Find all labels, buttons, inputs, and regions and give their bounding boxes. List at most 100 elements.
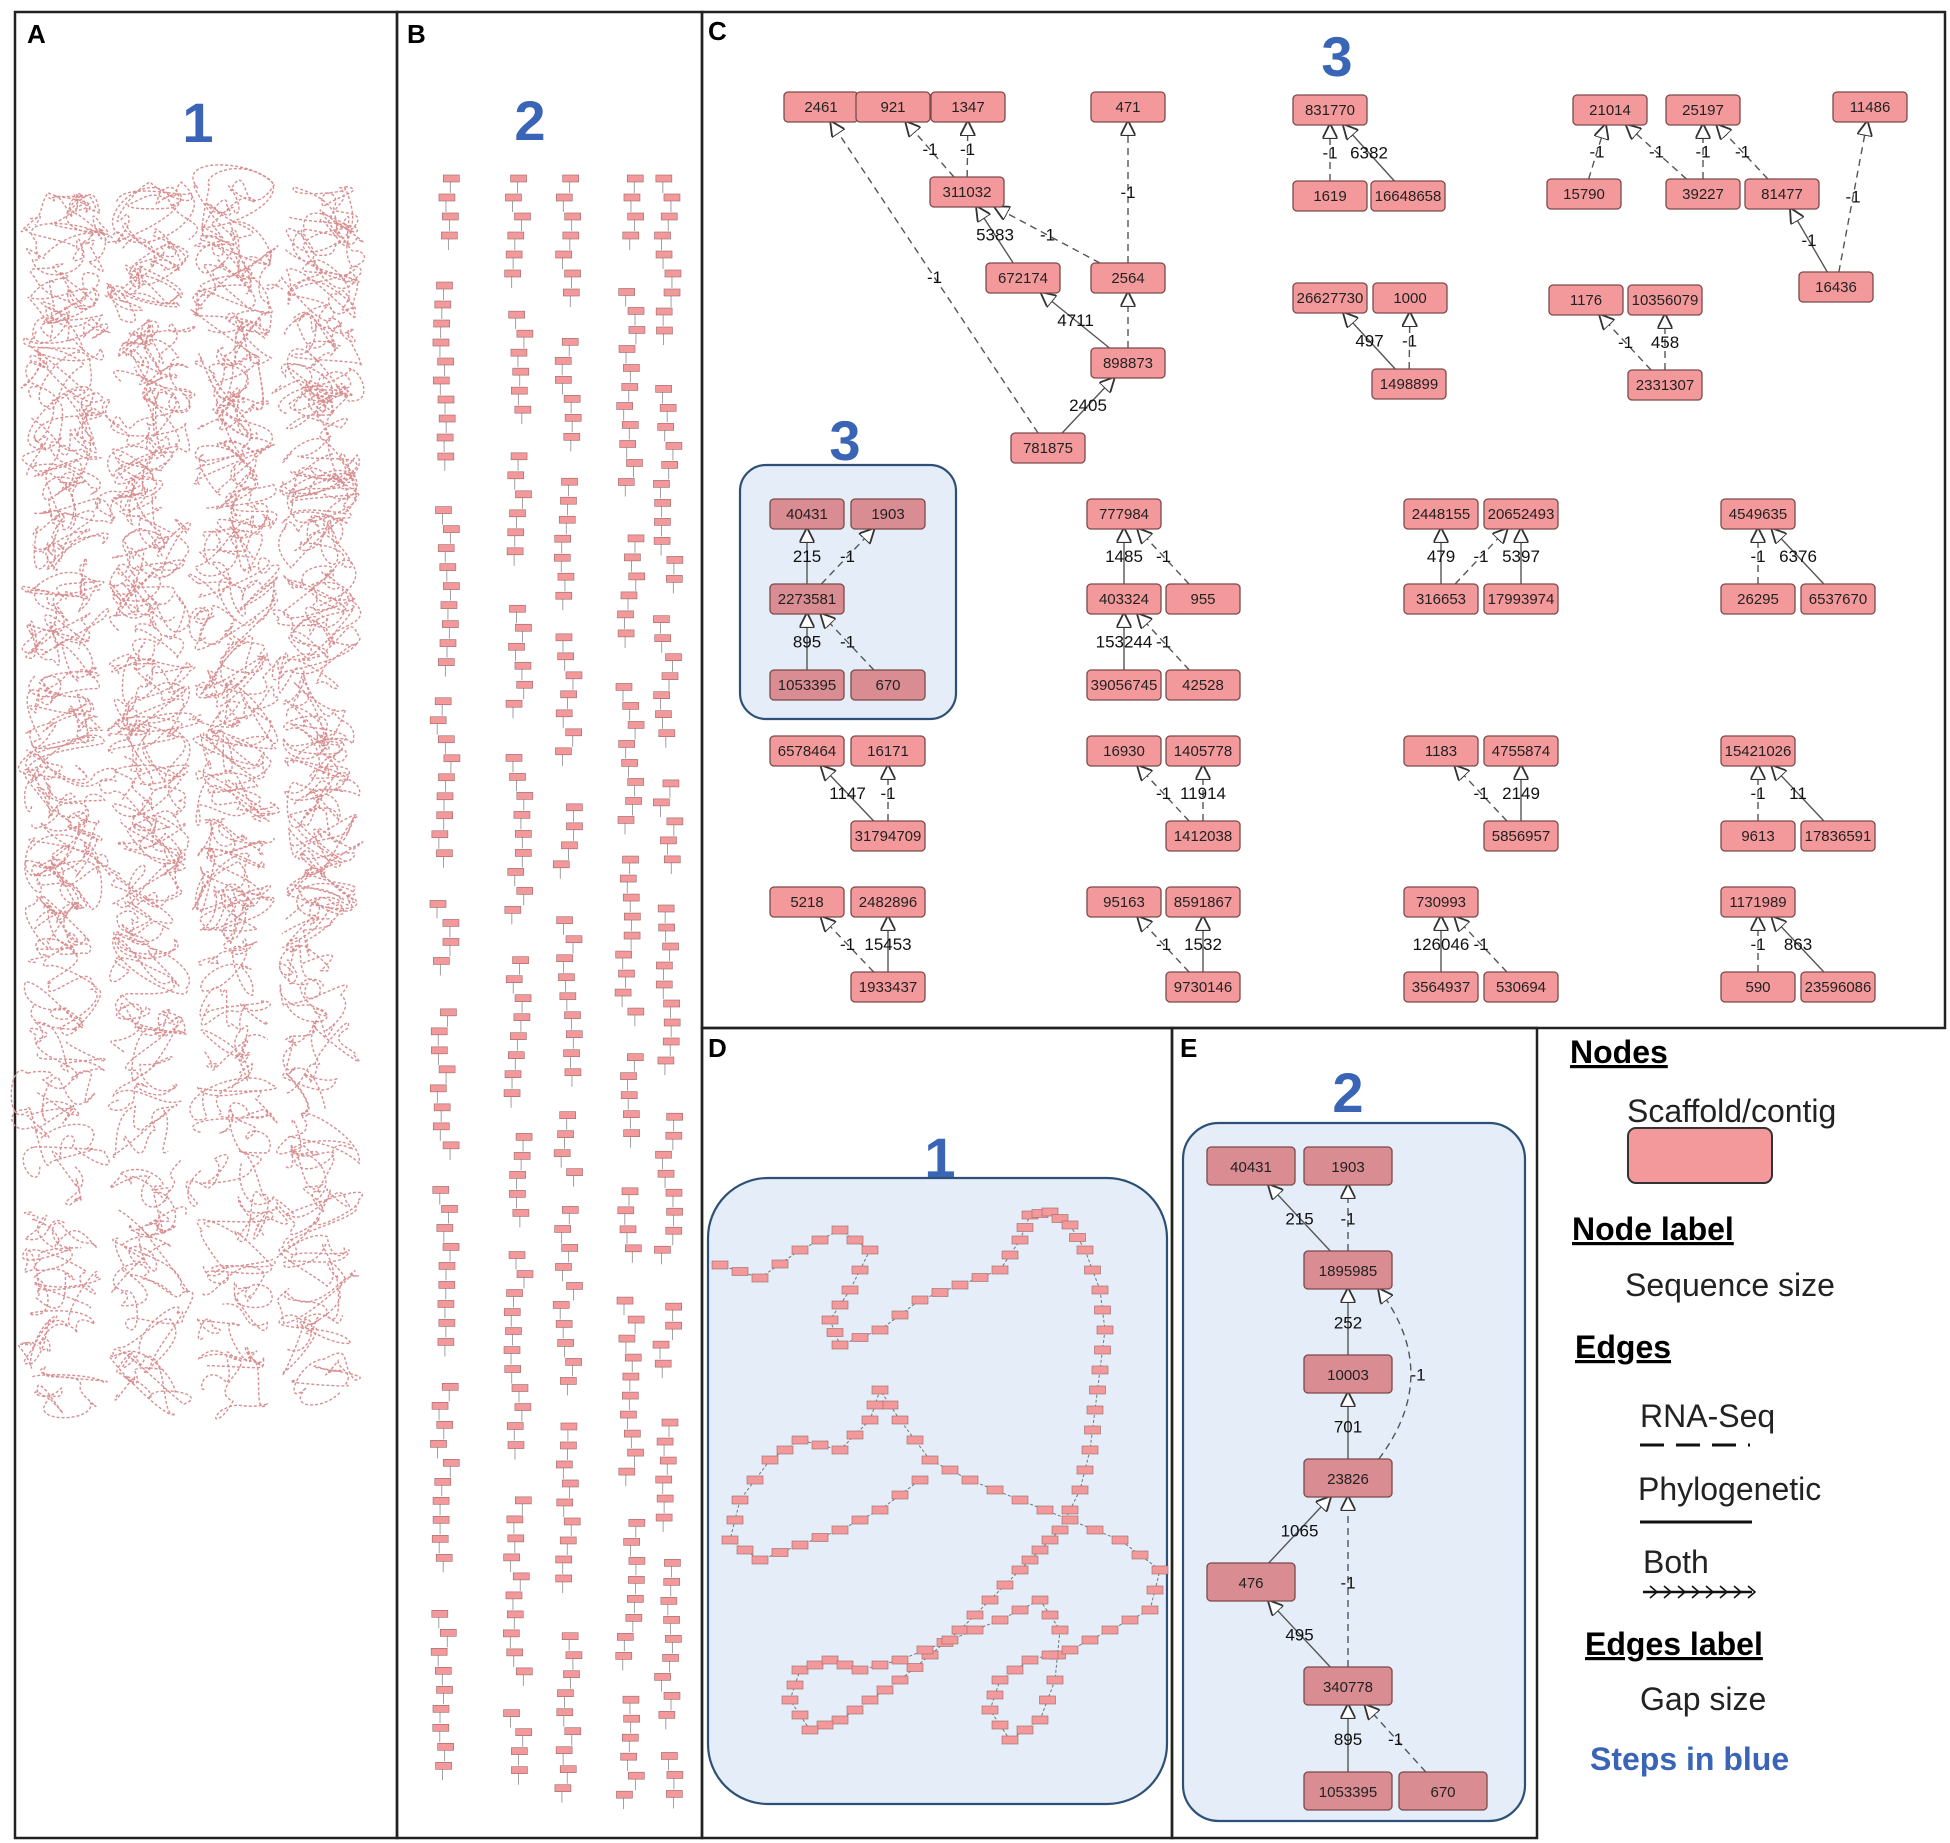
- panel-d-mini-node: [826, 1328, 844, 1337]
- panel-d-mini-node: [831, 1525, 849, 1535]
- panel-b-mini-node: [665, 1321, 682, 1330]
- panel-b-mini-node: [653, 691, 670, 699]
- panel-b-mini-node: [664, 1559, 681, 1567]
- panel-b-mini-node: [506, 1648, 524, 1657]
- panel-b-mini-node: [562, 231, 580, 240]
- panel-b-mini-node: [555, 193, 573, 202]
- panel-d-mini-node: [1031, 1715, 1049, 1725]
- panel-c-node-label: 730993: [1416, 894, 1466, 911]
- panel-b-mini-node: [515, 623, 532, 632]
- panel-e-node-label: 670: [1430, 1784, 1455, 1801]
- panel-b-mini-node: [555, 1574, 573, 1583]
- panel-d-mini-node: [941, 1635, 959, 1645]
- panel-c-node-label: 42528: [1182, 677, 1224, 694]
- panel-c-edge-label: -1: [1589, 143, 1604, 162]
- panel-b-mini-node: [507, 1051, 525, 1060]
- panel-c-node: 5218: [769, 886, 845, 918]
- panel-b-mini-node: [436, 281, 453, 290]
- panel-d-mini-node: [931, 1288, 949, 1297]
- panel-c-node-label: 8591867: [1174, 894, 1232, 911]
- panel-b-mini-node: [513, 1152, 531, 1160]
- panel-b-mini-node: [660, 836, 677, 845]
- panel-c-node: 2461: [783, 91, 859, 123]
- panel-c-node: 921: [855, 91, 931, 123]
- panel-c-edge-label: -1: [840, 935, 855, 954]
- panel-a-squiggle: [284, 305, 363, 369]
- panel-a-squiggle: [116, 316, 197, 374]
- panel-e-node-label: 1895985: [1319, 1263, 1377, 1280]
- panel-b-mini-node: [512, 956, 529, 965]
- panel-b-mini-node: [623, 1110, 640, 1118]
- panel-c-edge-label: -1: [1750, 784, 1765, 803]
- panel-c-node: 16648658: [1370, 180, 1446, 212]
- panel-b-mini-node: [561, 338, 579, 346]
- legend-edge-rnaseq: RNA-Seq: [1640, 1398, 1775, 1434]
- panel-b-mini-node: [557, 1339, 574, 1347]
- panel-d-mini-node: [861, 1245, 879, 1255]
- panel-c-node-label: 2564: [1111, 270, 1144, 287]
- panel-e-step: 2: [1332, 1061, 1363, 1124]
- panel-d-mini-node: [1001, 1735, 1019, 1745]
- panel-c-node: 9613: [1720, 820, 1796, 852]
- panel-c-node: 17993974: [1483, 583, 1559, 615]
- panel-d-mini-node: [1096, 1325, 1114, 1335]
- panel-b-mini-node: [666, 817, 684, 826]
- panel-d-mini-node: [791, 1710, 809, 1720]
- panel-c-node: 95163: [1086, 886, 1162, 918]
- panel-b-mini-node: [436, 849, 453, 858]
- panel-c-edge: [821, 766, 875, 822]
- panel-e-edge: [1365, 1705, 1427, 1773]
- panel-b-mini-node: [628, 1771, 645, 1780]
- panel-b-mini-node: [564, 414, 582, 422]
- panel-c-node: 11486: [1832, 91, 1908, 123]
- panel-d-mini-node: [1121, 1615, 1139, 1625]
- panel-c-node-label: 1000: [1393, 290, 1426, 307]
- legend-nodes-heading: Nodes: [1570, 1034, 1668, 1070]
- panel-a-squiggle: [111, 1104, 178, 1158]
- panel-a-squiggle: [191, 1102, 271, 1154]
- panel-d-mini-node: [941, 1465, 959, 1475]
- panel-b-mini-node: [514, 405, 532, 414]
- panel-c-node: 16930: [1086, 735, 1162, 767]
- panel-c-node-label: 23596086: [1805, 979, 1872, 996]
- panel-b-mini-node: [553, 1149, 571, 1157]
- panel-c-node: 39056745: [1086, 669, 1162, 701]
- panel-b-mini-node: [512, 1572, 530, 1581]
- panel-e-edge: [1379, 1289, 1412, 1460]
- panel-b-mini-node: [655, 980, 673, 989]
- panel-d-mini-node: [1001, 1250, 1019, 1260]
- panel-d-mini-node: [1006, 1665, 1024, 1675]
- panel-c-node-label: 5856957: [1492, 828, 1550, 845]
- panel-b-mini-node: [662, 942, 679, 951]
- panel-c-node: 42528: [1165, 669, 1241, 701]
- panel-d-mini-node: [911, 1475, 929, 1485]
- panel-d-mini-node: [1051, 1214, 1069, 1223]
- panel-c-node-label: 9730146: [1174, 979, 1232, 996]
- panel-c-node: 15421026: [1720, 735, 1796, 767]
- panel-c-edge-label: -1: [1120, 183, 1135, 202]
- panel-e-edge-label: 215: [1285, 1210, 1313, 1229]
- panel-b-mini-node: [435, 1667, 452, 1675]
- legend-both-chevron: [1677, 1585, 1687, 1599]
- panel-d-mini-node: [811, 1440, 829, 1450]
- panel-b-mini-node: [659, 1456, 677, 1465]
- panel-c-node-label: 311032: [943, 184, 992, 201]
- panel-b-mini-node: [509, 509, 526, 518]
- panel-c-edge-label: 6376: [1779, 547, 1817, 566]
- panel-e-node: 670: [1398, 1771, 1488, 1811]
- panel-d-mini-node: [831, 1300, 849, 1310]
- panel-d-mini-node: [816, 1720, 834, 1730]
- panel-b-mini-node: [507, 868, 525, 876]
- panel-e-edge-label: 701: [1334, 1418, 1362, 1437]
- panel-b-mini-node: [623, 193, 641, 202]
- panel-c-node-label: 1412038: [1174, 828, 1232, 845]
- panel-b-mini-node: [434, 1478, 452, 1486]
- panel-b-mini-node: [652, 1340, 670, 1349]
- panel-c-node-label: 1176: [1570, 292, 1602, 309]
- panel-b-mini-node: [617, 816, 635, 824]
- panel-b-mini-node: [432, 1705, 450, 1713]
- panel-b-mini-node: [618, 288, 635, 296]
- panel-a-step: 1: [182, 91, 213, 154]
- panel-d-mini-node: [881, 1400, 899, 1410]
